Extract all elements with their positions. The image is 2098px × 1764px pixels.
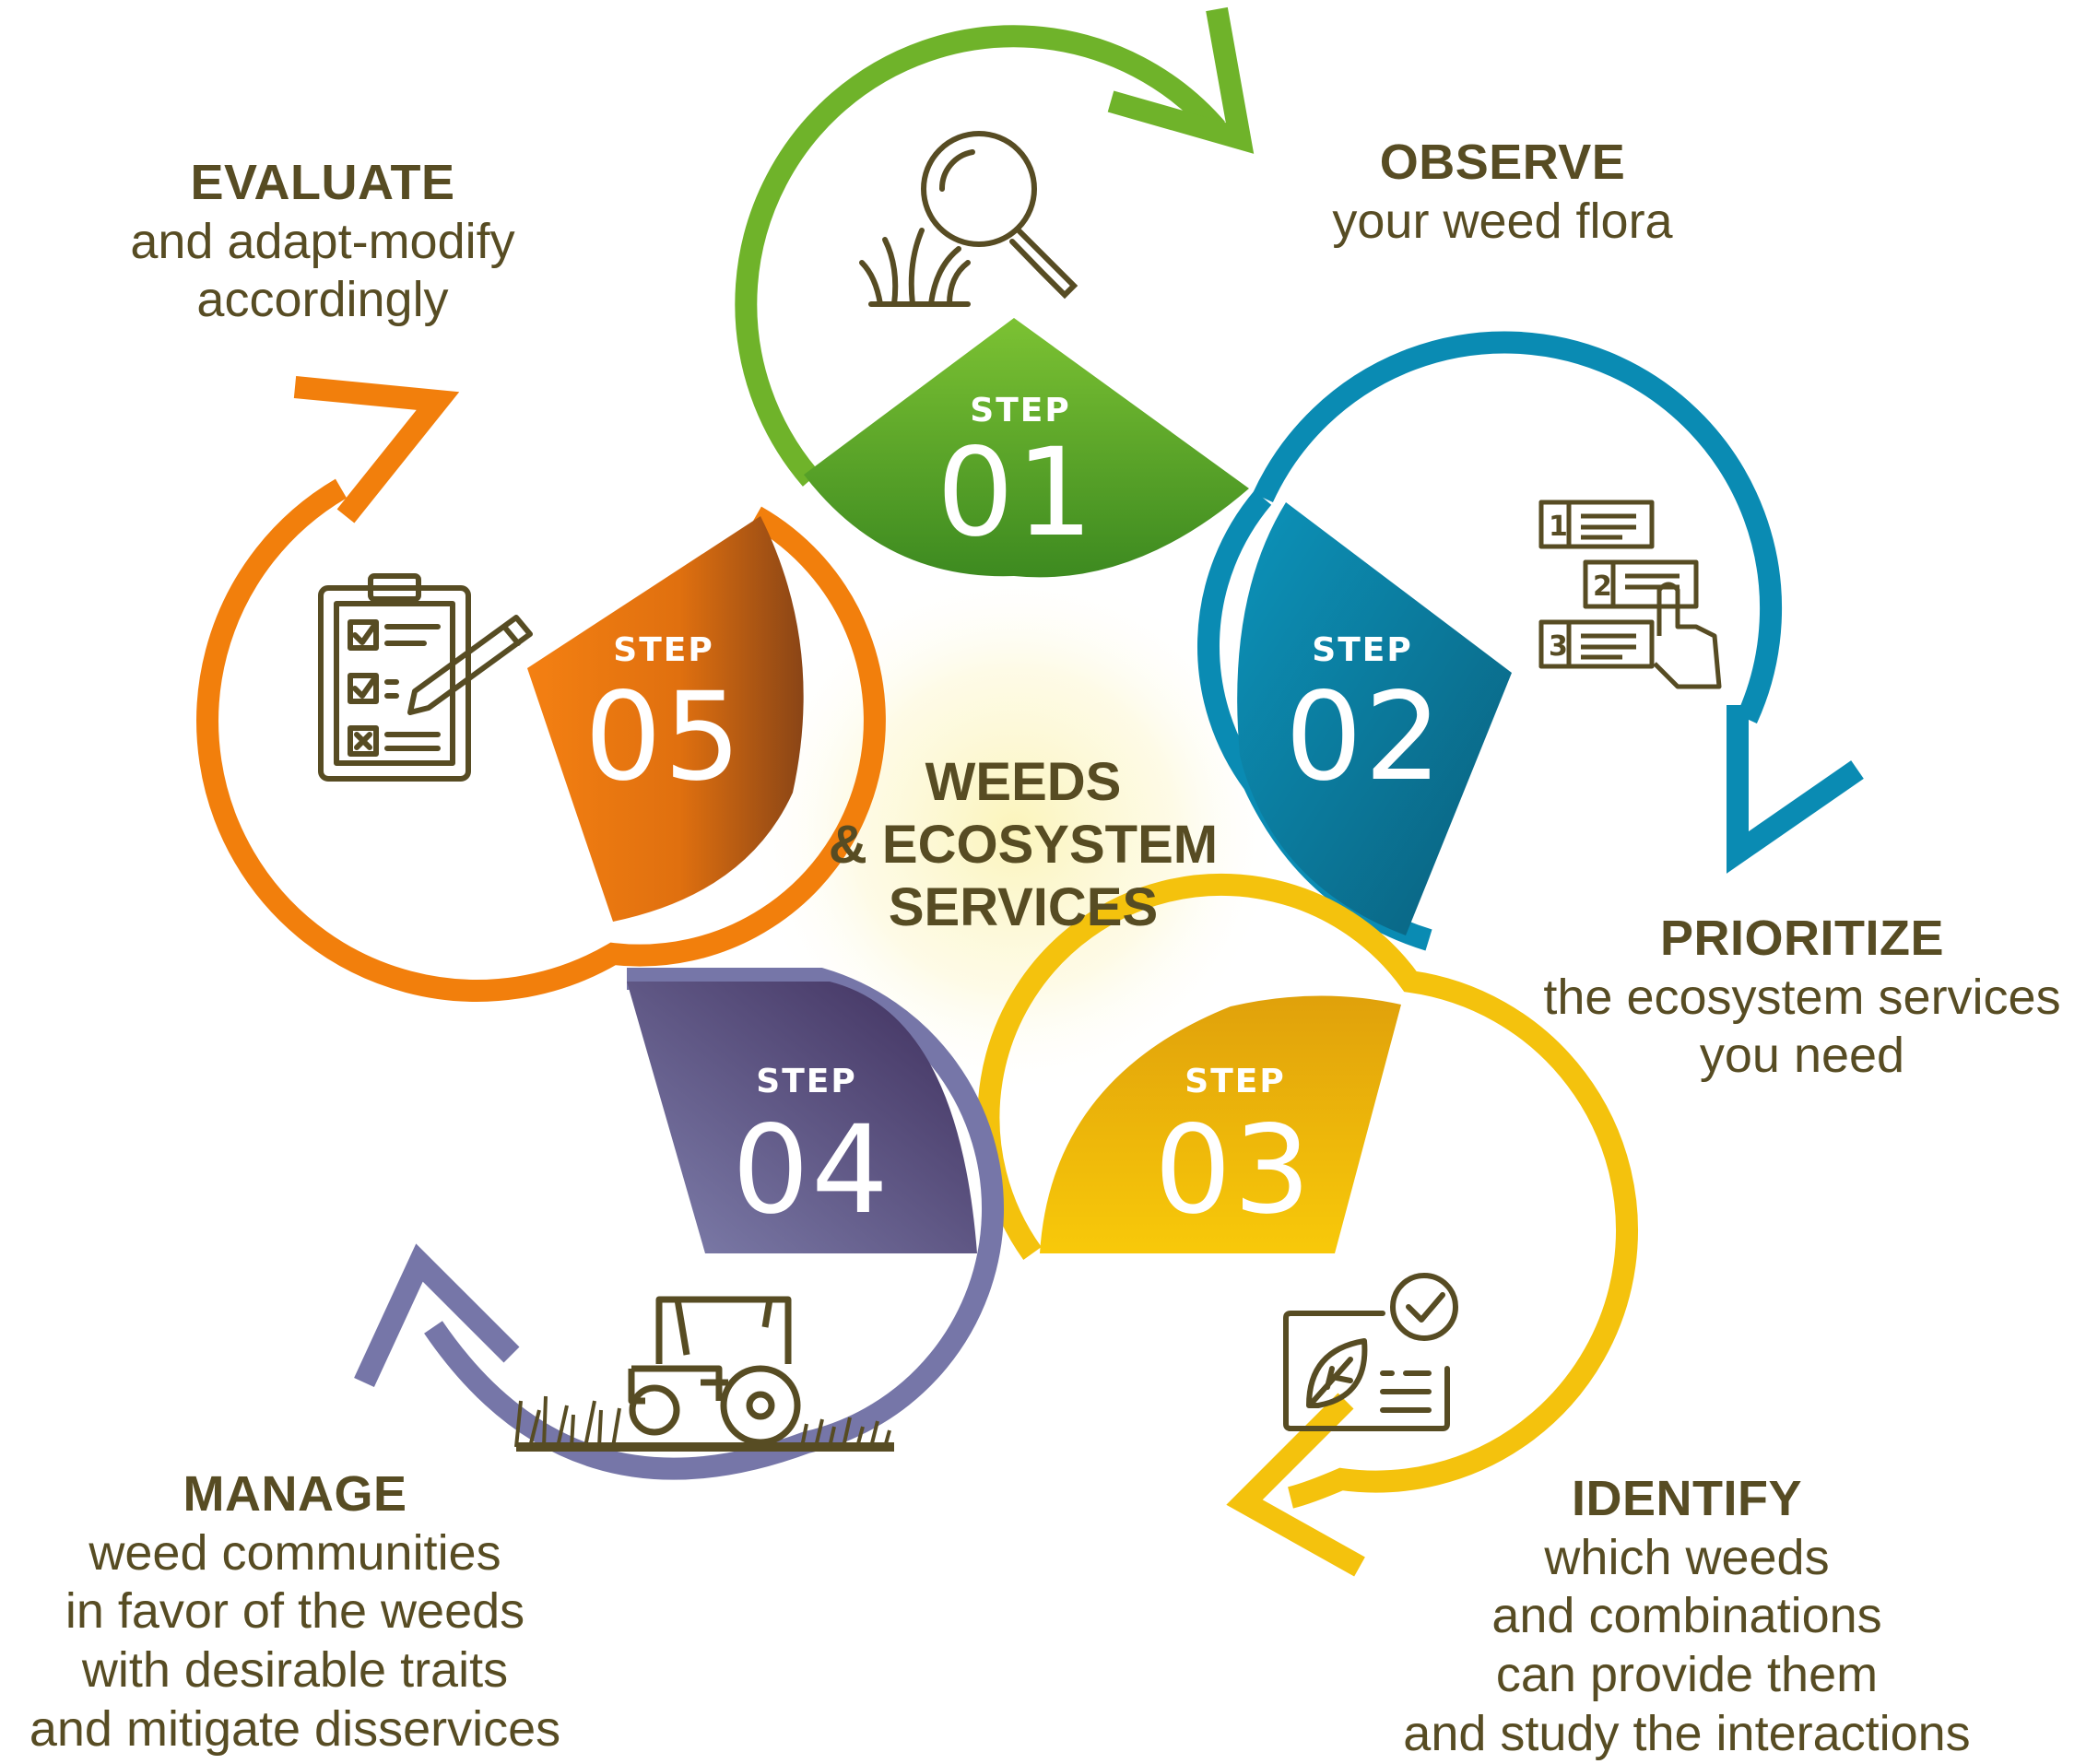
- caption-evaluate: EVALUATE and adapt-modify accordingly: [92, 154, 553, 330]
- step-05-word: STEP: [613, 631, 713, 669]
- caption-identify-line: and study the interactions: [1403, 1705, 1971, 1761]
- caption-manage-heading: MANAGE: [183, 1466, 407, 1522]
- step-01-word: STEP: [970, 392, 1070, 429]
- step-01-segment: [804, 318, 1249, 578]
- center-title-line-3: SERVICES: [888, 876, 1159, 937]
- step-05-segment: [527, 516, 804, 922]
- step-01: STEP 01: [735, 6, 1255, 578]
- step-05-arrowhead: [293, 376, 460, 523]
- caption-manage: MANAGE weed communities in favor of the …: [0, 1465, 590, 1759]
- step-05: STEP 05: [196, 376, 886, 1002]
- caption-manage-line: weed communities: [88, 1524, 501, 1581]
- caption-manage-line: in favor of the weeds: [65, 1583, 525, 1640]
- caption-observe: OBSERVE your weed flora: [1272, 134, 1733, 251]
- caption-prioritize-line: the ecosystem services: [1543, 969, 2061, 1025]
- caption-prioritize-line: you need: [1699, 1028, 1905, 1084]
- caption-evaluate-line: and adapt-modify: [130, 213, 515, 269]
- step-01-number: 01: [937, 422, 1095, 564]
- step-02-segment: [1237, 502, 1512, 935]
- step-01-arc: [735, 25, 1226, 487]
- caption-evaluate-line: accordingly: [196, 272, 449, 328]
- step-01-arrowhead: [1107, 6, 1255, 154]
- step-02-arc: [1253, 331, 1783, 723]
- step-04-segment: [627, 982, 977, 1253]
- caption-identify-line: can provide them: [1495, 1647, 1879, 1703]
- caption-identify: IDENTIFY which weeds and combinations ca…: [1337, 1470, 2037, 1764]
- step-03-number: 03: [1154, 1100, 1313, 1241]
- step-02-number: 02: [1285, 666, 1444, 808]
- rank-3-digit: 3: [1549, 630, 1568, 663]
- step-04: STEP 04: [354, 968, 1005, 1480]
- clipboard-checklist-pencil-icon: [318, 573, 533, 782]
- step-04-word: STEP: [756, 1063, 856, 1100]
- center-title-line-1: WEEDS: [925, 752, 1122, 812]
- step-02: STEP 02 1 2 3: [1197, 331, 1864, 951]
- caption-prioritize-heading: PRIORITIZE: [1659, 911, 1944, 966]
- tractor-field-icon: [514, 1296, 894, 1452]
- step-03-arrowhead: [1226, 1393, 1365, 1577]
- rank-2-digit: 2: [1593, 570, 1612, 603]
- caption-evaluate-heading: EVALUATE: [190, 155, 455, 210]
- caption-prioritize: PRIORITIZE the ecosystem services you ne…: [1507, 910, 2097, 1086]
- caption-identify-line: which weeds: [1544, 1529, 1830, 1585]
- caption-identify-line: and combinations: [1491, 1588, 1882, 1644]
- step-05-arc: [196, 478, 886, 1002]
- rank-1-digit: 1: [1549, 511, 1568, 543]
- center-title: WEEDS & ECOSYSTEM SERVICES: [765, 751, 1281, 939]
- step-04-arrowhead: [354, 1243, 520, 1388]
- caption-manage-line: with desirable traits: [81, 1642, 509, 1699]
- caption-observe-line: your weed flora: [1332, 193, 1673, 249]
- step-03-segment: [1040, 995, 1401, 1253]
- step-02-arrowhead: [1727, 705, 1864, 874]
- caption-observe-heading: OBSERVE: [1379, 135, 1626, 190]
- step-03-arc: [977, 873, 1639, 1509]
- leaf-id-card-check-icon: [1283, 1273, 1458, 1431]
- step-02-word: STEP: [1312, 631, 1412, 669]
- step-03-word: STEP: [1185, 1063, 1285, 1100]
- step-03: STEP 03: [977, 873, 1639, 1577]
- ranked-list-hand-icon: [1538, 500, 1722, 689]
- center-title-line-2: & ECOSYSTEM: [828, 814, 1219, 875]
- step-04-number: 04: [732, 1100, 890, 1241]
- step-04-arc: [424, 968, 1005, 1480]
- caption-manage-line: and mitigate disservices: [29, 1700, 561, 1757]
- caption-identify-heading: IDENTIFY: [1571, 1471, 1802, 1526]
- step-05-number: 05: [584, 666, 743, 808]
- magnifier-grass-icon: [859, 131, 1078, 307]
